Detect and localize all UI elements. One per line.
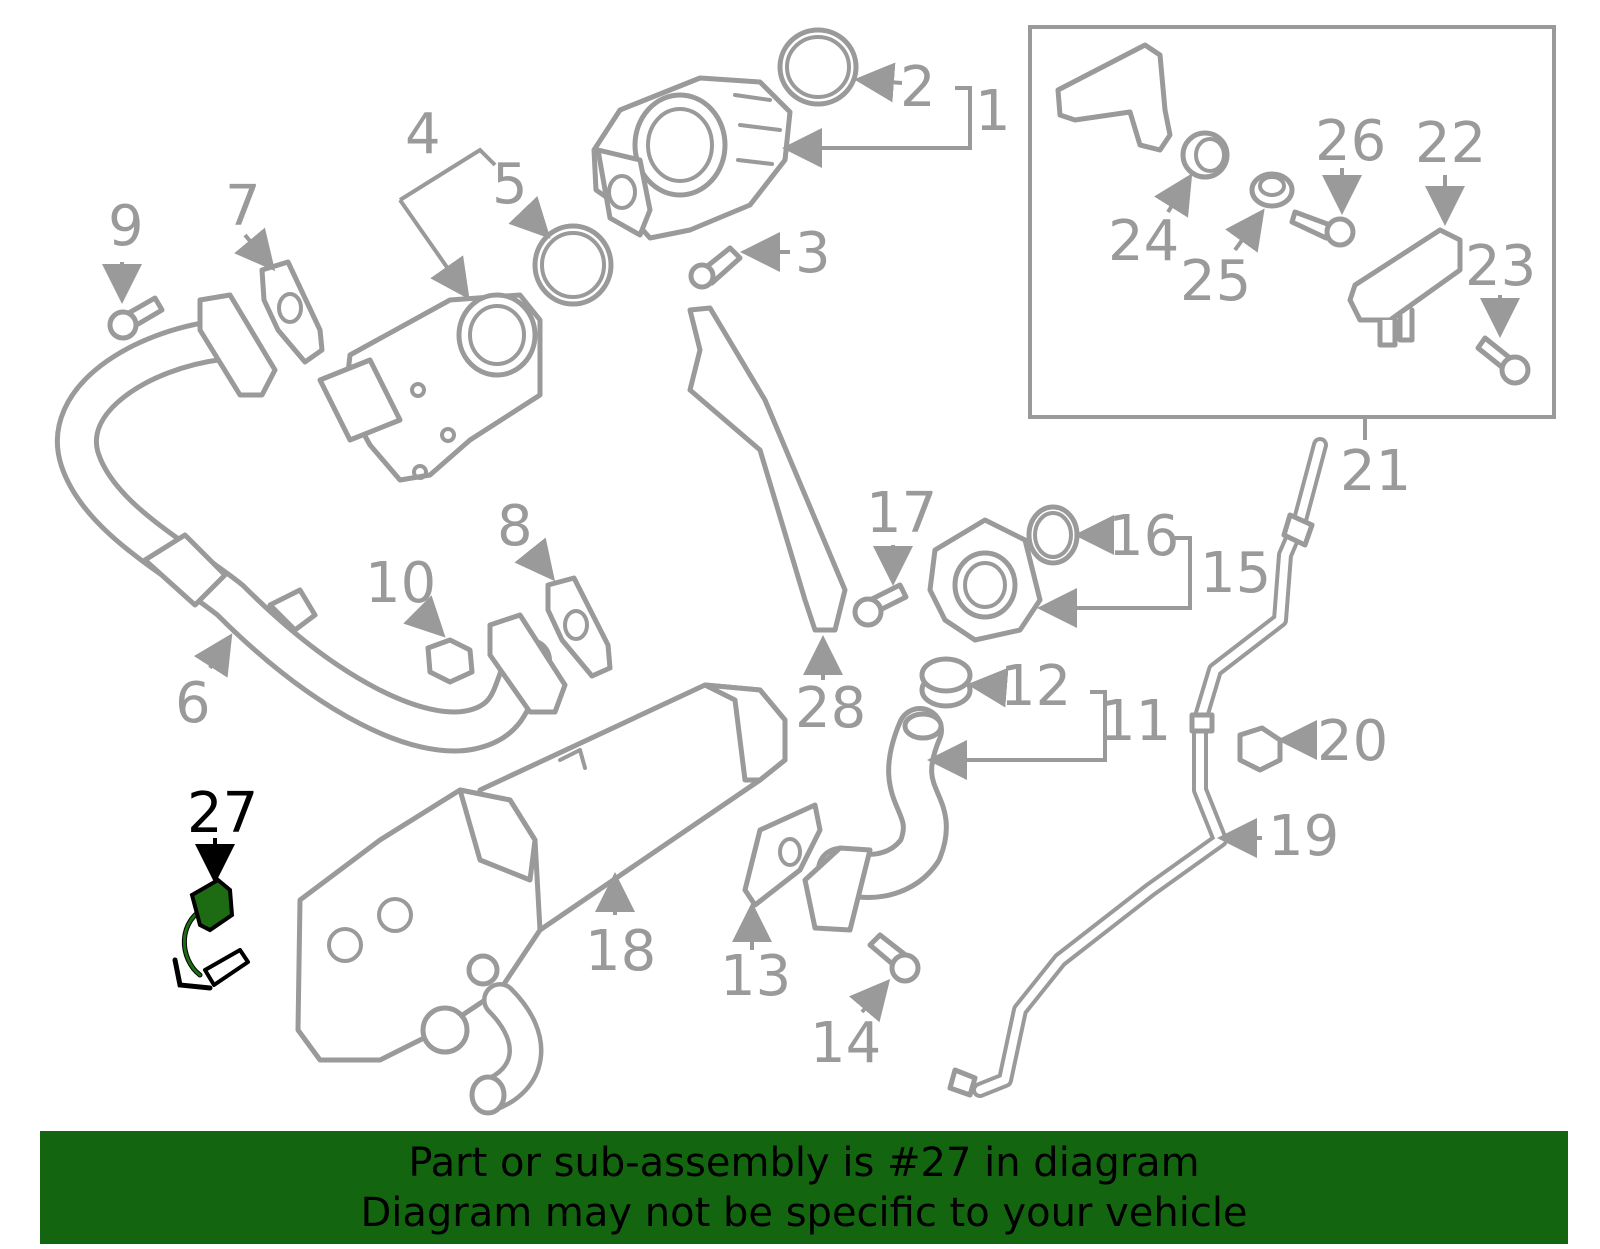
part-25-sleeve[interactable] [1249, 171, 1295, 209]
part-7-gasket[interactable] [259, 259, 325, 365]
part-5-gasket[interactable] [532, 223, 614, 307]
callout-21: 21 [1340, 439, 1411, 504]
callout-15: 15 [1200, 541, 1271, 606]
part-11-hose[interactable] [802, 706, 949, 933]
part-14-bolt[interactable] [867, 932, 921, 984]
callout-2: 2 [900, 55, 936, 120]
callout-6: 6 [175, 671, 211, 736]
callout-7: 7 [225, 174, 261, 239]
callout-4: 4 [405, 102, 441, 167]
part-1-egr-valve[interactable] [591, 75, 793, 241]
part-27-sensor-highlighted[interactable] [172, 877, 250, 991]
callout-25: 25 [1180, 249, 1251, 314]
part-13-gasket[interactable] [742, 802, 823, 908]
part-3-bolt[interactable] [688, 245, 743, 290]
part-9-bolt[interactable] [107, 295, 165, 341]
callout-14: 14 [810, 1011, 881, 1076]
callout-3: 3 [795, 221, 831, 286]
part-28-bracket[interactable] [687, 305, 848, 633]
part-10-nut[interactable] [425, 637, 475, 685]
part-8-gasket[interactable] [545, 575, 613, 679]
callout-26: 26 [1315, 109, 1386, 174]
part-23-bolt[interactable] [1475, 335, 1531, 386]
callout-20: 20 [1317, 709, 1388, 774]
part-26-bolt[interactable] [1289, 209, 1356, 248]
callout-24: 24 [1108, 209, 1179, 274]
part-6-egr-pipe[interactable] [55, 292, 568, 754]
callout-22: 22 [1415, 111, 1486, 176]
leader-lines [102, 62, 1520, 1023]
callout-5: 5 [492, 152, 528, 217]
callout-12: 12 [1000, 654, 1071, 719]
callout-labels: 1 2 3 4 5 6 7 8 9 10 11 12 13 14 15 16 1… [108, 55, 1536, 1076]
part-21-bracket[interactable] [1055, 42, 1173, 153]
part-2-gasket[interactable] [777, 27, 859, 107]
callout-8: 8 [497, 494, 533, 559]
callout-9: 9 [108, 194, 144, 259]
callout-16: 16 [1108, 504, 1179, 569]
callout-27: 27 [187, 781, 258, 846]
callout-13: 13 [720, 944, 791, 1009]
part-19-sensor-line[interactable] [947, 437, 1328, 1098]
part-24-grommet[interactable] [1180, 130, 1230, 180]
part-4-egr-actuator[interactable] [317, 292, 543, 483]
part-20-nut[interactable] [1237, 725, 1283, 773]
part-17-bolt[interactable] [852, 582, 909, 628]
callout-28: 28 [795, 676, 866, 741]
part-15-housing[interactable] [927, 517, 1043, 643]
callout-23: 23 [1465, 234, 1536, 299]
info-banner: Part or sub-assembly is #27 in diagram D… [40, 1131, 1568, 1244]
callout-1: 1 [975, 79, 1011, 144]
callout-19: 19 [1268, 804, 1339, 869]
callout-17: 17 [866, 481, 937, 546]
part-22-pressure-sensor[interactable] [1347, 227, 1463, 348]
banner-line-1: Part or sub-assembly is #27 in diagram [408, 1139, 1200, 1186]
part-18-egr-cooler[interactable] [295, 682, 788, 1116]
inset-box [1028, 25, 1556, 419]
callout-11: 11 [1100, 689, 1171, 754]
callout-10: 10 [365, 551, 436, 616]
callout-18: 18 [585, 919, 656, 984]
part-12-grommet[interactable] [919, 656, 973, 709]
banner-line-2: Diagram may not be specific to your vehi… [360, 1189, 1248, 1236]
